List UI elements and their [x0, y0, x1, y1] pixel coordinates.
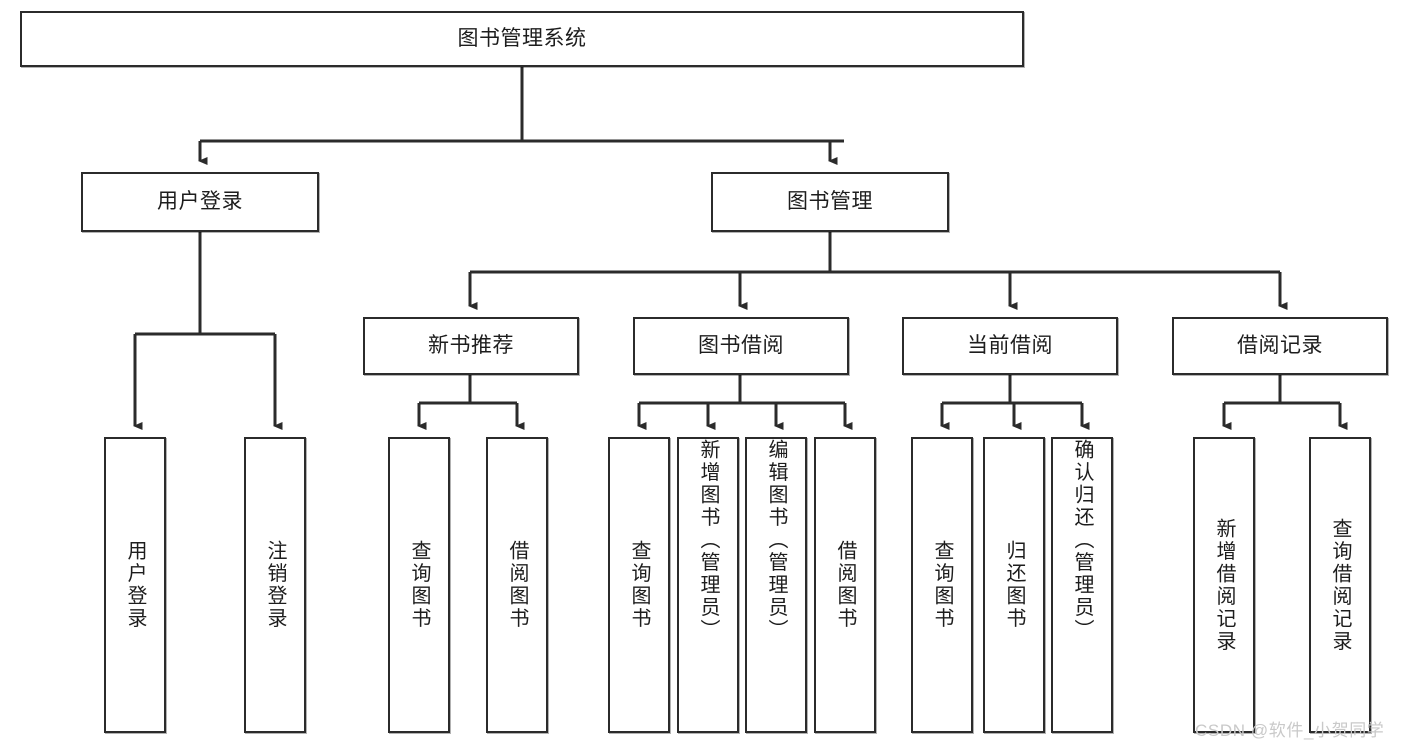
leaf-confirm-return-admin-label: 确认归还（管理员） — [1071, 439, 1093, 642]
leaf-add-borrow-record-label: 新增借阅记录 — [1213, 517, 1235, 653]
node-root[interactable]: 图书管理系统 — [20, 11, 1024, 67]
leaf-logout[interactable]: 注销登录 — [244, 437, 306, 733]
node-new-book-recommend-label: 新书推荐 — [428, 333, 514, 357]
leaf-query-book-borrow-label: 查询图书 — [628, 540, 650, 630]
node-book-management[interactable]: 图书管理 — [711, 172, 949, 232]
leaf-query-book-current-label: 查询图书 — [931, 540, 953, 630]
leaf-return-book-label: 归还图书 — [1003, 540, 1025, 630]
leaf-edit-book-admin-label: 编辑图书（管理员） — [765, 439, 787, 642]
leaf-lend-book[interactable]: 借阅图书 — [814, 437, 876, 733]
leaf-borrow-book-newbook[interactable]: 借阅图书 — [486, 437, 548, 733]
leaf-edit-book-admin[interactable]: 编辑图书（管理员） — [745, 437, 807, 733]
leaf-query-borrow-record[interactable]: 查询借阅记录 — [1309, 437, 1371, 733]
leaf-add-book-admin-label: 新增图书（管理员） — [697, 439, 719, 642]
node-user-login[interactable]: 用户登录 — [81, 172, 319, 232]
leaf-query-book-current[interactable]: 查询图书 — [911, 437, 973, 733]
leaf-add-borrow-record[interactable]: 新增借阅记录 — [1193, 437, 1255, 733]
node-root-label: 图书管理系统 — [457, 26, 587, 50]
leaf-add-book-admin[interactable]: 新增图书（管理员） — [677, 437, 739, 733]
leaf-query-borrow-record-label: 查询借阅记录 — [1329, 517, 1351, 653]
leaf-user-login[interactable]: 用户登录 — [104, 437, 166, 733]
leaf-lend-book-label: 借阅图书 — [834, 540, 856, 630]
node-current-borrow-label: 当前借阅 — [967, 333, 1053, 357]
watermark: CSDN @软件_小贺同学 — [1195, 721, 1385, 740]
node-book-borrow-label: 图书借阅 — [698, 333, 784, 357]
node-book-borrow[interactable]: 图书借阅 — [633, 317, 849, 375]
node-new-book-recommend[interactable]: 新书推荐 — [363, 317, 579, 375]
leaf-query-book-newbook-label: 查询图书 — [408, 540, 430, 630]
leaf-query-book-borrow[interactable]: 查询图书 — [608, 437, 670, 733]
node-user-login-label: 用户登录 — [157, 189, 243, 213]
node-borrow-record[interactable]: 借阅记录 — [1172, 317, 1388, 375]
leaf-logout-label: 注销登录 — [264, 540, 286, 630]
node-book-management-label: 图书管理 — [787, 189, 873, 213]
node-current-borrow[interactable]: 当前借阅 — [902, 317, 1118, 375]
leaf-return-book[interactable]: 归还图书 — [983, 437, 1045, 733]
leaf-confirm-return-admin[interactable]: 确认归还（管理员） — [1051, 437, 1113, 733]
leaf-borrow-book-newbook-label: 借阅图书 — [506, 540, 528, 630]
node-borrow-record-label: 借阅记录 — [1237, 333, 1323, 357]
leaf-user-login-label: 用户登录 — [124, 540, 146, 630]
leaf-query-book-newbook[interactable]: 查询图书 — [388, 437, 450, 733]
